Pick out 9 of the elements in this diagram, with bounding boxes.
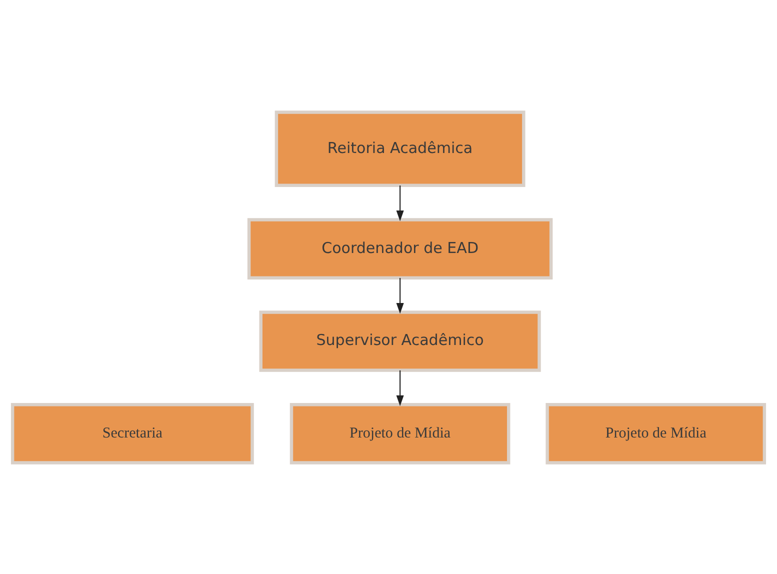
node-box: Supervisor Acadêmico xyxy=(259,310,541,372)
node-box: Projeto de Mídia xyxy=(290,402,510,464)
node-box: Reitoria Acadêmica xyxy=(274,110,526,186)
node-box: Coordenador de EAD xyxy=(247,218,553,279)
node-box: Projeto de Mídia xyxy=(546,402,766,464)
arrow xyxy=(396,370,404,406)
node-box: Secretaria xyxy=(10,402,254,464)
arrow xyxy=(396,277,404,314)
arrow xyxy=(396,185,404,221)
